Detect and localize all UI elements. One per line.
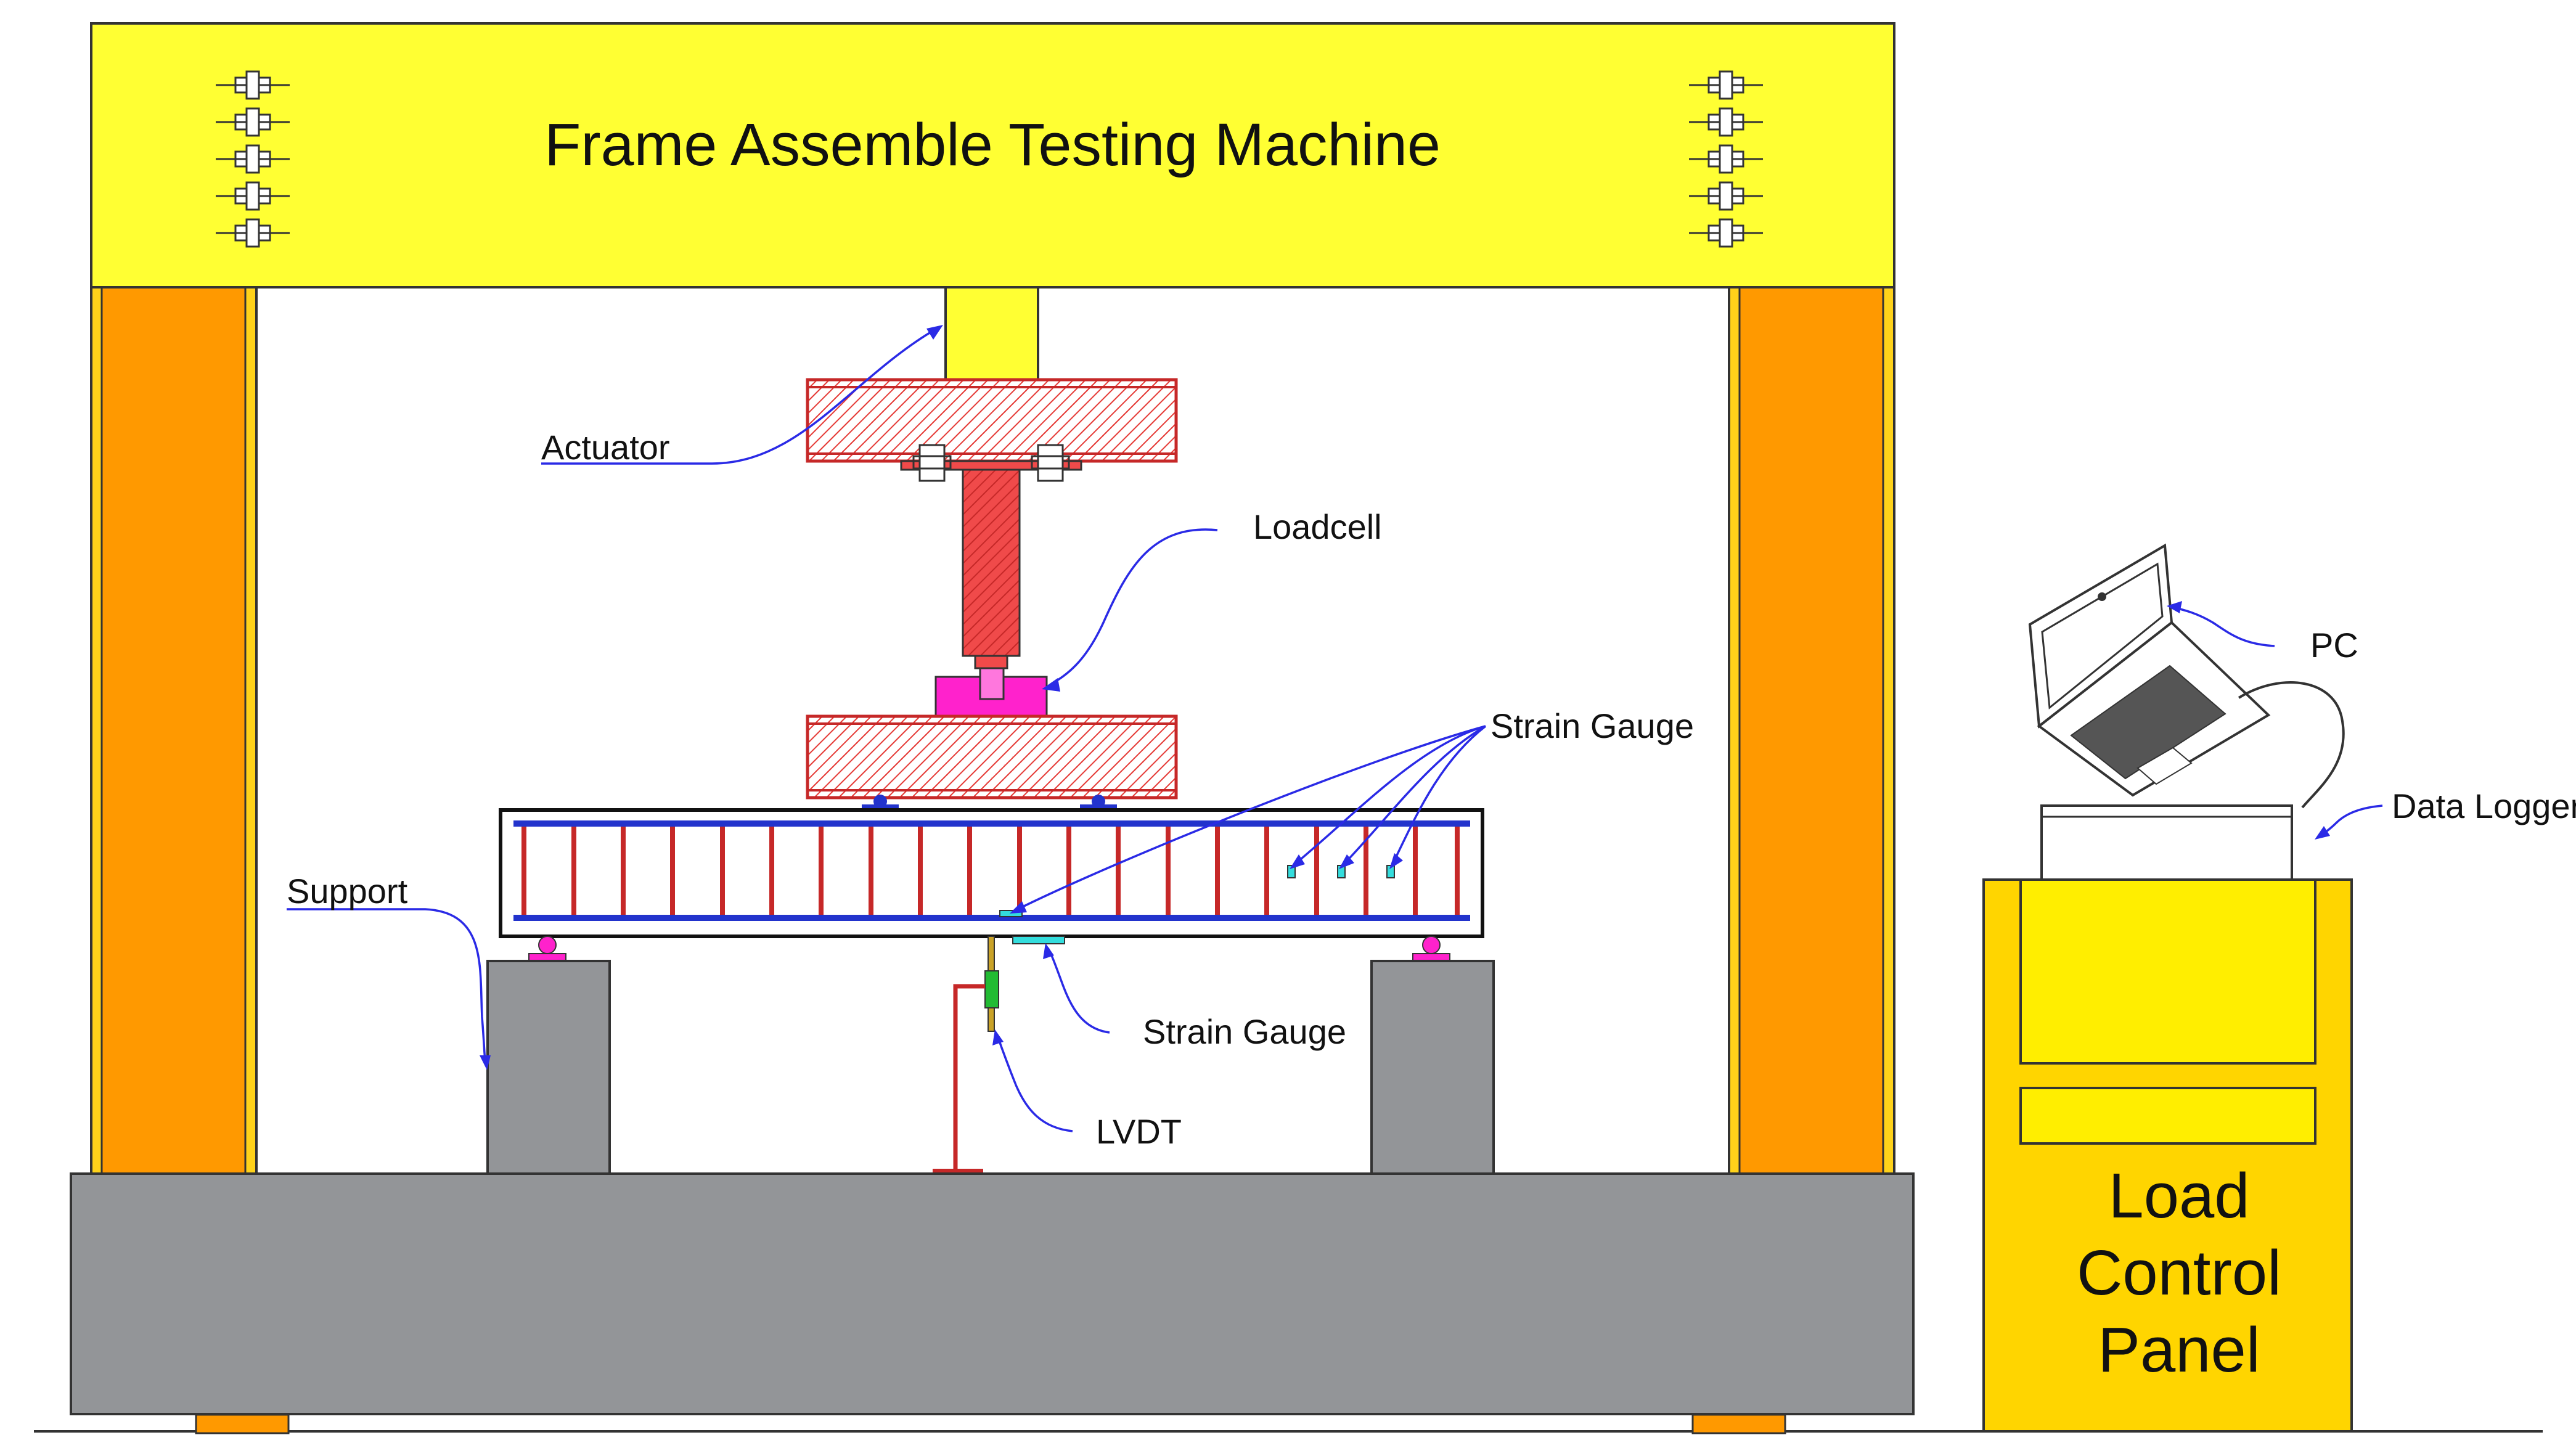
- strain-bottom-arrowhead: [1043, 943, 1054, 959]
- actuator-arrowhead: [926, 325, 943, 340]
- load-point-left: [862, 795, 899, 810]
- support-roller-right: [1412, 936, 1450, 962]
- panel-label-line2: Control: [2077, 1237, 2281, 1308]
- flange-nut-left: [912, 444, 952, 482]
- right-footing: [1691, 1413, 1786, 1434]
- strain-leader-3: [1391, 725, 1487, 866]
- datalogger-leader: [2320, 804, 2383, 837]
- support-label: Support: [287, 872, 408, 910]
- crossbeam: [90, 22, 1895, 288]
- left-footing: [195, 1413, 290, 1434]
- pc-label: PC: [2310, 626, 2358, 665]
- strain-gauge-label-top: Strain Gauge: [1490, 706, 1694, 745]
- stirrups: [521, 827, 1460, 915]
- lvdt-sensor: [933, 936, 999, 1175]
- strain-arrowhead: [1389, 853, 1403, 869]
- data-cable: [2238, 681, 2345, 809]
- actuator-ram: [944, 286, 1039, 381]
- strain-arrowhead: [1010, 901, 1027, 914]
- lvdt-leader: [996, 1035, 1073, 1132]
- shaft-stub: [974, 655, 1008, 669]
- strain-leader-4: [1013, 725, 1486, 912]
- support-roller-left: [528, 936, 566, 962]
- laptop-icon: [2028, 543, 2271, 797]
- actuator-leader: [541, 332, 930, 465]
- loadcell-block: [934, 667, 1048, 718]
- diagram-title: Frame Assemble Testing Machine: [544, 111, 1441, 178]
- base-slab: [70, 1172, 1915, 1415]
- strain-arrowhead: [1339, 854, 1354, 869]
- rebar-gauge: [999, 910, 1023, 917]
- strain-leader-1: [1292, 725, 1486, 867]
- actuator-shaft: [962, 468, 1021, 657]
- load-point-right: [1080, 795, 1117, 810]
- lvdt-arrowhead: [992, 1029, 1004, 1045]
- panel-label-line1: Load: [2108, 1160, 2249, 1231]
- pc-arrowhead: [2167, 601, 2182, 613]
- stirrup-gauge: [1287, 865, 1296, 878]
- load-control-panel: Load Control Panel: [1982, 878, 2353, 1433]
- data-logger-label: Data Logger: [2392, 787, 2576, 825]
- leader-lines: [287, 325, 2383, 1132]
- actuator-label: Actuator: [541, 428, 670, 467]
- lvdt-label: LVDT: [1096, 1112, 1182, 1151]
- upper-load-plate: [806, 378, 1178, 463]
- strain-bottom-leader: [1047, 947, 1110, 1034]
- panel-label-line3: Panel: [2098, 1314, 2260, 1385]
- support-block-right: [1370, 960, 1495, 1175]
- bottom-rebar: [513, 915, 1470, 921]
- pc-leader: [2172, 606, 2275, 647]
- loadcell-label: Loadcell: [1253, 507, 1382, 546]
- support-block-left: [486, 960, 611, 1175]
- strain-arrowhead: [1290, 854, 1305, 869]
- top-rebar: [513, 820, 1470, 827]
- support-arrowhead: [480, 1055, 491, 1070]
- data-logger-box: [2040, 804, 2293, 881]
- strain-leader-2: [1341, 725, 1486, 867]
- loadcell-arrowhead: [1042, 678, 1060, 692]
- lower-load-plate: [806, 714, 1178, 800]
- datalogger-arrowhead: [2315, 826, 2330, 840]
- concrete-gauge: [1012, 936, 1065, 944]
- flange-nut-right: [1031, 444, 1070, 482]
- loadcell-leader: [1050, 528, 1218, 685]
- strain-gauge-label-bottom: Strain Gauge: [1143, 1012, 1346, 1051]
- support-leader: [287, 908, 487, 1066]
